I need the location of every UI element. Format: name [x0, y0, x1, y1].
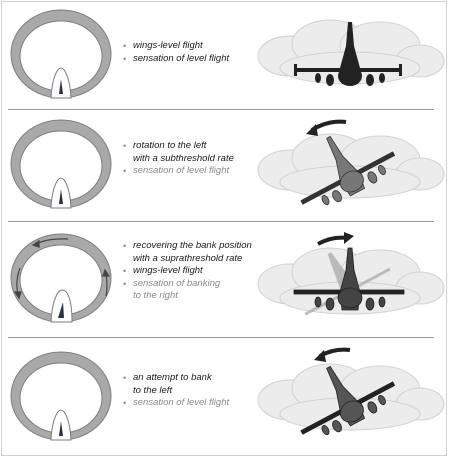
fighter-jet-icon	[300, 365, 396, 436]
bank-arrow-icon	[314, 347, 351, 362]
fluid-flow-arrow-icon	[13, 238, 111, 300]
divider	[8, 109, 434, 110]
panel-2-line-3: •sensation of level flight	[123, 165, 230, 176]
bank-arrow-icon	[306, 119, 347, 136]
panel-1-text: •wings-level flight •sensation of level …	[122, 40, 302, 65]
divider	[8, 337, 434, 338]
panel-3: •recovering the bank position with a sup…	[0, 224, 450, 338]
semicircular-canal-ring-icon	[6, 6, 116, 104]
panel-2-line-1: •rotation to the left	[123, 140, 207, 151]
semicircular-canal-ring-icon	[6, 116, 116, 214]
cupula-icon	[50, 409, 72, 441]
panel-3-line-2: with a suprathreshold rate	[133, 252, 243, 264]
panel-3-line-3: •wings-level flight	[123, 265, 203, 276]
cupula-icon	[50, 67, 72, 99]
panel-3-line-4: •sensation of banking	[123, 277, 221, 289]
panel-3-text: •recovering the bank position with a sup…	[122, 240, 302, 303]
panel-3-aircraft-scene	[250, 226, 446, 334]
panel-1-line-1: •wings-level flight	[123, 40, 203, 51]
divider	[8, 221, 434, 222]
panel-4-aircraft-scene	[250, 342, 446, 450]
panel-3-line-1: •recovering the bank position	[123, 240, 252, 251]
panel-4-line-1: •an attempt to bank	[123, 372, 212, 383]
panel-4-line-2: to the left	[133, 384, 173, 396]
fighter-jet-icon	[294, 22, 402, 86]
panel-2: •rotation to the left with a subthreshol…	[0, 112, 450, 226]
cupula-icon	[50, 177, 72, 209]
panel-1-line-2: •sensation of level flight	[123, 52, 230, 64]
semicircular-canal-ring-icon	[6, 348, 116, 446]
panel-4: •an attempt to bank to the left •sensati…	[0, 340, 450, 454]
panel-4-line-3: •sensation of level flight	[123, 397, 230, 408]
cupula-icon	[50, 289, 73, 323]
panel-1: •wings-level flight •sensation of level …	[0, 2, 450, 116]
panel-2-text: •rotation to the left with a subthreshol…	[122, 140, 302, 178]
fighter-jet-icon	[300, 135, 396, 206]
panel-1-aircraft-scene	[250, 6, 446, 114]
fighter-jet-icon	[293, 247, 405, 311]
panel-3-line-5: to the right	[133, 290, 178, 301]
panel-2-aircraft-scene	[250, 112, 446, 220]
panel-4-text: •an attempt to bank to the left •sensati…	[122, 372, 302, 410]
bank-arrow-icon	[317, 232, 354, 246]
panel-2-line-2: with a subthreshold rate	[133, 152, 234, 164]
semicircular-canal-ring-icon	[6, 230, 116, 328]
